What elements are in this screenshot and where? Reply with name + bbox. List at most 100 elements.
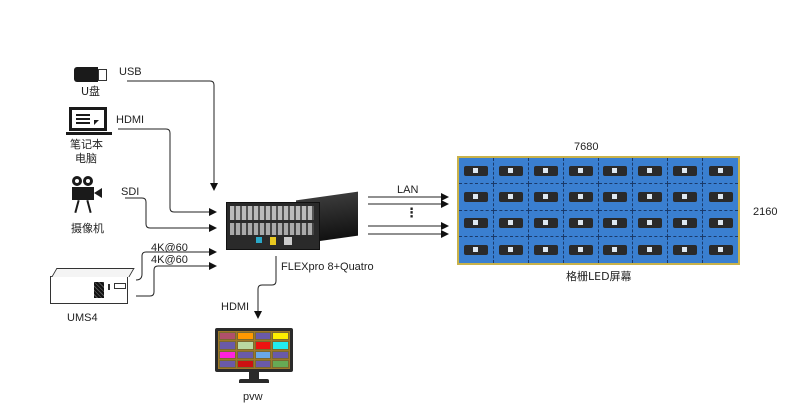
lan-label: LAN xyxy=(397,184,419,196)
pvw-tile xyxy=(236,350,254,359)
led-cabinet xyxy=(529,236,564,263)
led-cabinet xyxy=(703,237,738,263)
receiving-card-icon xyxy=(533,165,558,176)
pvw-tile xyxy=(272,332,289,341)
pvw-cable-label: HDMI xyxy=(221,301,250,313)
receiving-card-icon xyxy=(498,244,523,255)
led-cabinet xyxy=(563,210,599,237)
led-cabinet xyxy=(459,210,494,237)
pvw-tile xyxy=(219,341,236,350)
led-cabinet xyxy=(633,158,669,185)
ums4-cable-label-2: 4K@60 xyxy=(151,254,188,266)
led-cabinet xyxy=(633,236,669,263)
receiving-card-icon xyxy=(603,244,628,255)
pvw-tile xyxy=(219,359,236,368)
led-cabinet xyxy=(598,210,634,237)
ums4-device-icon xyxy=(50,268,135,304)
receiving-card-icon xyxy=(708,244,733,255)
laptop-hdmi-cable xyxy=(118,128,217,216)
led-cabinet xyxy=(493,158,529,185)
usb-cable-label: USB xyxy=(119,66,142,78)
receiving-card-icon xyxy=(498,218,523,229)
receiving-card-icon xyxy=(533,191,558,202)
sdi-cable xyxy=(125,197,217,232)
receiving-card-icon xyxy=(708,165,733,176)
led-cabinet xyxy=(599,236,634,263)
receiving-card-icon xyxy=(708,191,733,202)
laptop-device-label-line1: 笔记本 xyxy=(70,138,103,151)
receiving-card-icon xyxy=(463,244,488,255)
pvw-tile xyxy=(219,332,236,341)
led-cabinet xyxy=(668,158,704,185)
led-cabinet xyxy=(528,184,564,211)
led-height-label: 2160 xyxy=(753,206,778,218)
led-width-label: 7680 xyxy=(574,141,599,153)
led-cabinet xyxy=(528,158,564,185)
receiving-card-icon xyxy=(463,218,488,229)
receiving-card-icon xyxy=(463,165,488,176)
receiving-card-icon xyxy=(463,191,488,202)
pvw-tile xyxy=(236,359,254,368)
processor-label: FLEXpro 8+Quatro xyxy=(281,261,374,273)
receiving-card-icon xyxy=(638,191,663,202)
led-cabinet xyxy=(598,158,634,185)
led-cabinet xyxy=(633,210,669,237)
usb-device-label: U盘 xyxy=(81,85,101,98)
receiving-card-icon xyxy=(638,165,663,176)
receiving-card-icon xyxy=(568,244,593,255)
ums4-cable-2 xyxy=(136,262,217,297)
pvw-tile xyxy=(254,359,272,368)
pvw-tile xyxy=(236,341,254,350)
receiving-card-icon xyxy=(603,165,628,176)
led-cabinet xyxy=(493,210,529,237)
receiving-card-icon xyxy=(603,218,628,229)
receiving-card-icon xyxy=(638,244,663,255)
pvw-tile xyxy=(272,359,289,368)
pvw-hdmi-cable xyxy=(254,256,277,319)
ums4-device-label: UMS4 xyxy=(67,312,98,324)
camera-device-label: 摄像机 xyxy=(71,222,104,235)
pvw-tile xyxy=(236,332,254,341)
receiving-card-icon xyxy=(568,191,593,202)
laptop-device-label-line2: 电脑 xyxy=(75,152,97,165)
receiving-card-icon xyxy=(568,165,593,176)
receiving-card-icon xyxy=(603,191,628,202)
usb-drive-icon xyxy=(74,67,107,83)
laptop-icon xyxy=(66,107,112,137)
pvw-tile xyxy=(219,350,236,359)
led-cabinet xyxy=(493,184,529,211)
led-cabinet xyxy=(703,184,738,211)
receiving-card-icon xyxy=(533,244,558,255)
pvw-label: pvw xyxy=(243,391,263,403)
pvw-tile xyxy=(254,341,272,350)
lan-ellipsis: ⋮ xyxy=(405,205,418,220)
led-cabinet xyxy=(563,158,599,185)
receiving-card-icon xyxy=(673,218,698,229)
receiving-card-icon xyxy=(673,165,698,176)
led-cabinet xyxy=(703,211,738,237)
receiving-card-icon xyxy=(673,191,698,202)
pvw-tile xyxy=(254,350,272,359)
led-cabinet xyxy=(598,184,634,211)
led-cabinet xyxy=(668,210,704,237)
led-cabinet xyxy=(564,236,599,263)
ums4-cable-label-1: 4K@60 xyxy=(151,242,188,254)
led-cabinet xyxy=(703,158,738,185)
receiving-card-icon xyxy=(673,244,698,255)
receiving-card-icon xyxy=(498,165,523,176)
pvw-tile xyxy=(254,332,272,341)
led-screen-panel xyxy=(457,156,740,265)
ums4-cable-1 xyxy=(135,248,217,281)
led-cabinet xyxy=(563,184,599,211)
led-cabinet xyxy=(633,184,669,211)
flexpro-processor-icon xyxy=(226,191,360,254)
camera-icon xyxy=(70,176,106,214)
camera-cable-label: SDI xyxy=(121,186,140,198)
usb-cable xyxy=(127,80,218,191)
led-cabinet xyxy=(494,236,529,263)
receiving-card-icon xyxy=(498,191,523,202)
receiving-card-icon xyxy=(568,218,593,229)
led-cabinet xyxy=(459,184,494,211)
pvw-screen-tiles xyxy=(218,331,290,369)
